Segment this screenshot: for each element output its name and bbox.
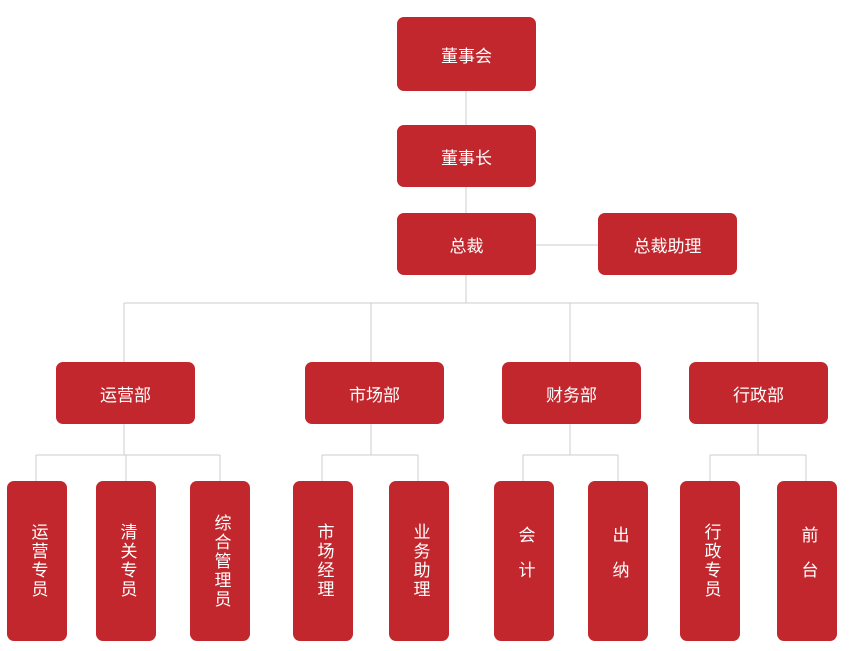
president-label: 总裁 — [449, 236, 484, 257]
role-label: 清关专员 — [116, 523, 137, 599]
role-label: 综合管理员 — [210, 513, 231, 609]
assistant-label: 总裁助理 — [633, 236, 702, 257]
dept-label: 财务部 — [546, 385, 597, 406]
board-box: 董事会 — [397, 17, 536, 91]
chairman-box: 董事长 — [397, 125, 536, 187]
role-box: 运营专员 — [7, 481, 67, 641]
role-box: 市场经理 — [293, 481, 353, 641]
dept-box-finance: 财务部 — [502, 362, 641, 424]
role-label: 行政专员 — [700, 523, 721, 599]
assistant-box: 总裁助理 — [598, 213, 737, 275]
dept-box-admin: 行政部 — [689, 362, 828, 424]
dept-label: 运营部 — [100, 385, 151, 406]
dept-box-marketing: 市场部 — [305, 362, 444, 424]
role-box: 清关专员 — [96, 481, 156, 641]
role-label: 前台 — [797, 526, 818, 596]
role-box: 行政专员 — [680, 481, 740, 641]
role-box: 前台 — [777, 481, 837, 641]
role-box: 会计 — [494, 481, 554, 641]
role-box: 业务助理 — [389, 481, 449, 641]
president-box: 总裁 — [397, 213, 536, 275]
dept-label: 行政部 — [733, 385, 784, 406]
role-box: 出纳 — [588, 481, 648, 641]
role-label: 会计 — [514, 526, 535, 596]
dept-label: 市场部 — [349, 385, 400, 406]
role-label: 业务助理 — [409, 523, 430, 599]
chairman-label: 董事长 — [441, 148, 492, 169]
role-label: 运营专员 — [27, 523, 48, 599]
dept-box-operations: 运营部 — [56, 362, 195, 424]
board-label: 董事会 — [441, 46, 492, 67]
role-box: 综合管理员 — [190, 481, 250, 641]
role-label: 出纳 — [608, 526, 629, 596]
role-label: 市场经理 — [313, 523, 334, 599]
